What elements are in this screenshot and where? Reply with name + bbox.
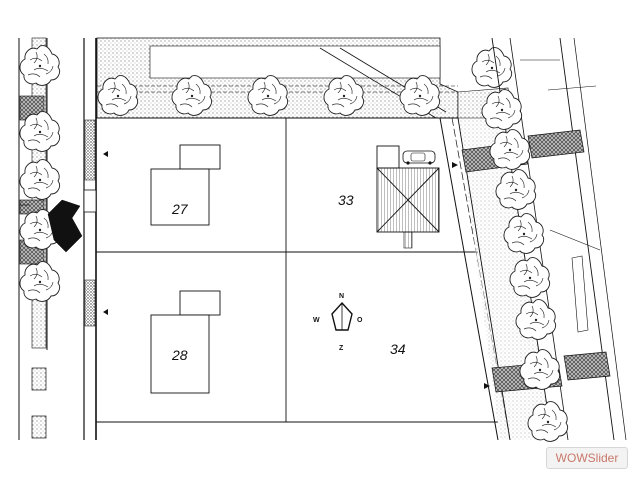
plot-label-27: 27	[171, 201, 189, 217]
building-plot-33	[376, 145, 440, 249]
building-plot-27	[150, 144, 221, 226]
slider-watermark: WOWSlider	[546, 447, 628, 469]
compass-south: Z	[339, 345, 344, 352]
entrance-arrow-icon	[103, 151, 490, 389]
right-street	[457, 37, 627, 442]
plot-label-28: 28	[171, 347, 188, 363]
tree-icon	[471, 47, 513, 88]
compass-icon: N W O Z	[313, 293, 363, 352]
car-icon	[402, 150, 436, 165]
plot-boundaries	[96, 117, 511, 441]
compass-north: N	[339, 293, 344, 300]
compass-east: O	[357, 317, 363, 324]
plot-label-34: 34	[390, 341, 406, 357]
left-street	[18, 37, 83, 440]
building-plot-28	[150, 290, 221, 394]
solid-object	[47, 199, 83, 253]
tree-icon	[19, 261, 61, 302]
left-boundary-wall	[83, 38, 97, 440]
compass-west: W	[313, 317, 320, 324]
plot-label-33: 33	[338, 192, 354, 208]
tree-icon	[19, 159, 61, 200]
tree-icon	[19, 45, 61, 86]
top-landscape-strip	[96, 37, 513, 119]
